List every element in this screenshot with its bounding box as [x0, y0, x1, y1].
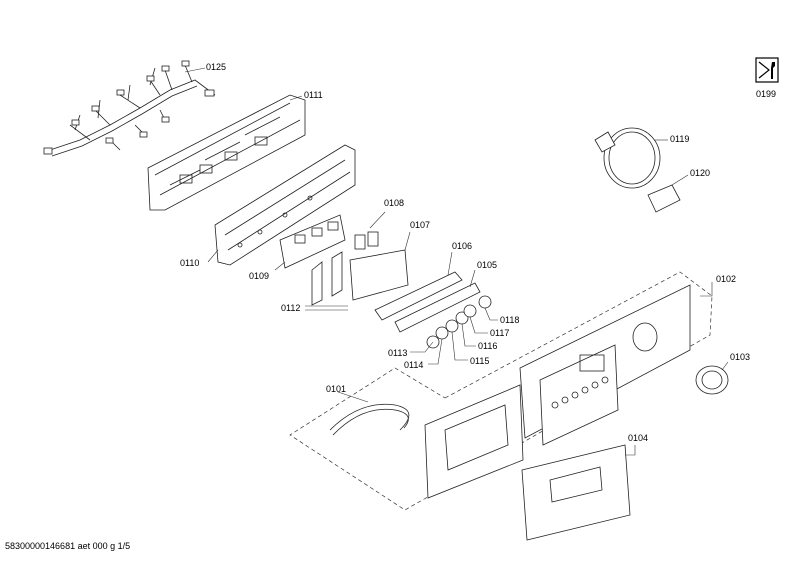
- drawer-handle: [521, 444, 636, 541]
- label-0117: 0117: [490, 328, 509, 338]
- selector-knobs: [410, 295, 498, 365]
- display-module: [274, 214, 346, 271]
- button-strip-lower: [394, 269, 481, 333]
- label-0119: 0119: [670, 134, 689, 144]
- label-0116: 0116: [478, 341, 497, 351]
- label-0120: 0120: [690, 168, 710, 178]
- label-0114: 0114: [404, 360, 423, 370]
- wrench-screwdriver-icon: [755, 57, 779, 83]
- contact-springs: [305, 251, 348, 311]
- control-panel-assembly: [289, 271, 713, 511]
- power-cord: [594, 127, 668, 189]
- label-0107: 0107: [410, 220, 430, 230]
- label-0106: 0106: [452, 241, 472, 251]
- label-0125: 0125: [206, 62, 226, 72]
- control-housing: [147, 94, 306, 211]
- label-0112: 0112: [281, 303, 300, 313]
- label-0111: 0111: [304, 90, 323, 100]
- program-knob: [695, 361, 729, 395]
- document-id: 58300000146681 aet 000 g 1/5: [5, 541, 131, 551]
- label-0118: 0118: [500, 315, 519, 325]
- label-0115: 0115: [470, 356, 489, 366]
- label-0101: 0101: [326, 384, 346, 394]
- wiring-harness: [43, 60, 216, 157]
- label-0102: 0102: [716, 274, 736, 284]
- seal-strip: [329, 391, 410, 436]
- label-0199: 0199: [756, 89, 776, 99]
- button-strip-upper: [374, 251, 463, 321]
- label-0104: 0104: [628, 433, 648, 443]
- label-0103: 0103: [730, 352, 750, 362]
- label-0110: 0110: [180, 258, 199, 268]
- label-0105: 0105: [477, 260, 497, 270]
- connector-block: [354, 211, 386, 250]
- label-0113: 0113: [388, 348, 407, 358]
- label-0108: 0108: [384, 198, 404, 208]
- interference-filter: [647, 174, 689, 213]
- led-board: [349, 231, 411, 301]
- main-pcb: [207, 144, 356, 266]
- label-0109: 0109: [249, 271, 269, 281]
